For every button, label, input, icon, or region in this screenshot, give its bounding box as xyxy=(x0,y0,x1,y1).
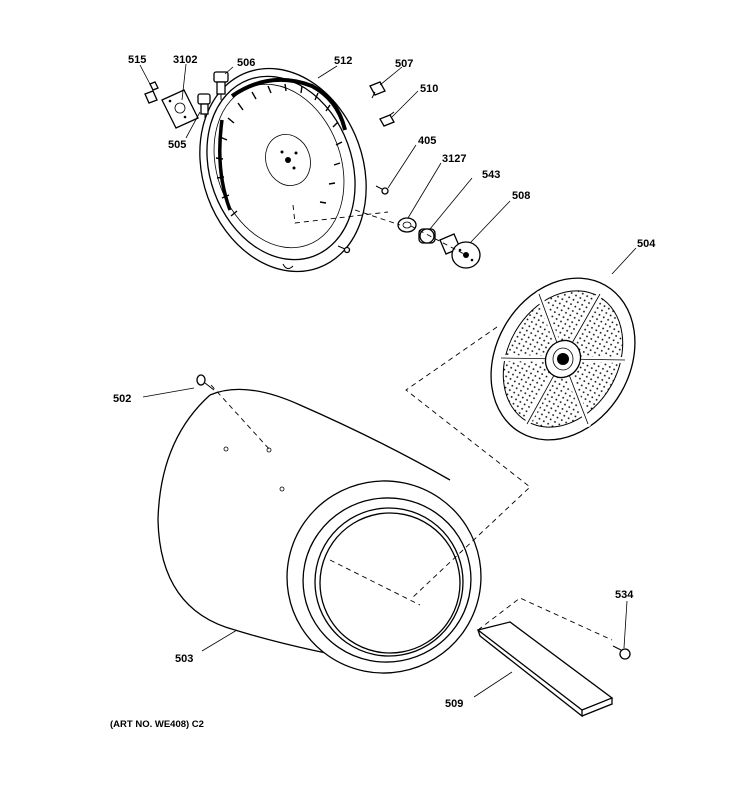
part-515-clip xyxy=(144,81,159,104)
label-508: 508 xyxy=(512,190,530,202)
part-502-screw xyxy=(196,374,215,391)
label-506: 506 xyxy=(237,57,255,69)
label-503: 503 xyxy=(175,653,193,665)
label-507: 507 xyxy=(395,58,413,70)
label-534: 534 xyxy=(615,589,634,601)
label-405: 405 xyxy=(418,135,436,147)
assembly-lines xyxy=(210,204,613,641)
label-510: 510 xyxy=(420,83,438,95)
part-506-thermostat xyxy=(213,71,229,100)
bulkhead-screw xyxy=(337,245,351,254)
label-502: 502 xyxy=(113,393,131,405)
label-504: 504 xyxy=(637,238,656,250)
dryer-drum-503 xyxy=(157,388,482,674)
label-3127: 3127 xyxy=(442,153,466,165)
leader-lines xyxy=(139,63,637,698)
art-number: (ART NO. WE408) C2 xyxy=(110,719,204,730)
label-543: 543 xyxy=(482,169,500,181)
part-3102-bracket xyxy=(161,89,199,129)
part-505-thermostat xyxy=(197,93,211,118)
part-534-screw xyxy=(612,645,631,660)
label-505: 505 xyxy=(168,139,186,151)
label-515: 515 xyxy=(128,54,146,66)
part-3127-washer xyxy=(397,217,417,233)
drum-baffle-509 xyxy=(476,621,614,718)
part-507-clip xyxy=(369,81,386,99)
rear-baffle-504 xyxy=(490,277,636,441)
part-508-shaft xyxy=(439,233,481,269)
label-509: 509 xyxy=(445,698,463,710)
rear-bulkhead-512 xyxy=(199,67,367,273)
label-3102: 3102 xyxy=(173,54,197,66)
part-405-screw xyxy=(375,185,389,195)
label-512: 512 xyxy=(334,55,352,67)
part-510-clip xyxy=(379,111,395,127)
